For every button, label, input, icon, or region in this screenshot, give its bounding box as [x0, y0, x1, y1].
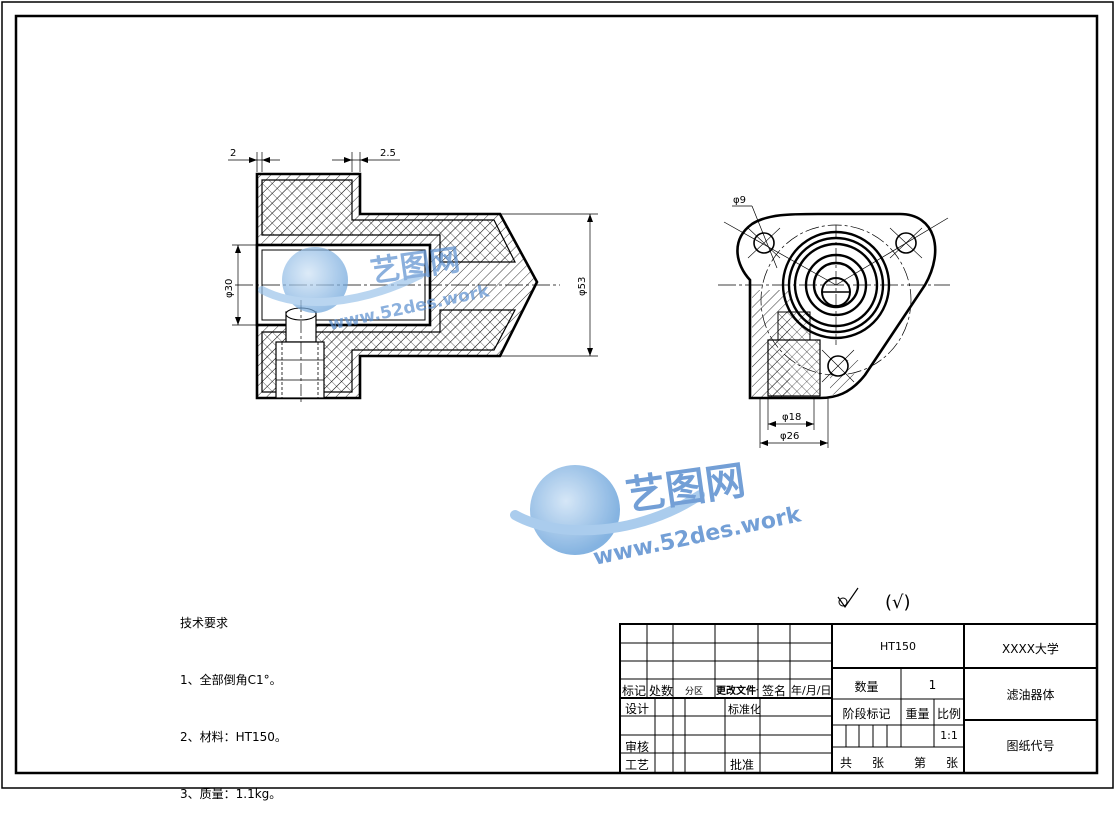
tb-scale-value: 1:1 [940, 729, 958, 742]
tech-requirements-title: 技术要求 [180, 616, 229, 630]
tb-rev-count: 处数 [649, 684, 674, 698]
tech-requirement-3: 3、质量：1.1kg。 [180, 787, 282, 801]
tb-rev-date: 年/月/日 [791, 684, 832, 697]
side-view: φ9 φ18 φ26 [718, 195, 950, 448]
dim-2.5-arrow-2 [360, 157, 368, 163]
tb-design: 设计 [625, 702, 650, 716]
dim-phi18-arrow-1 [768, 421, 776, 427]
dim-2.5-arrow-1 [344, 157, 352, 163]
side-bolt-bottom-cl-2 [821, 349, 855, 383]
dim-phi26-label: φ26 [780, 431, 799, 442]
tech-requirements: 技术要求 1、全部倒角C1°。 2、材料：HT150。 3、质量：1.1kg。 [180, 576, 287, 823]
tech-requirement-1: 1、全部倒角C1°。 [180, 673, 282, 687]
dim-phi30-arrow-2 [235, 317, 241, 325]
dim-phi18-label: φ18 [782, 412, 801, 423]
tb-weight-label: 重量 [905, 707, 930, 721]
tb-total-label: 共 [840, 756, 853, 770]
drawing-sheet: 2 2.5 φ30 φ53 [1, 1, 1114, 789]
tb-scale-label: 比例 [936, 707, 961, 721]
dim-phi53-arrow-1 [587, 214, 593, 222]
dim-phi18-arrow-2 [806, 421, 814, 427]
watermark-url: www.52des.work [591, 502, 804, 571]
outer-border [1, 1, 1114, 789]
side-bolt-left-cl-2 [747, 227, 781, 259]
dim-2.5-label: 2.5 [380, 148, 396, 159]
tb-part-name: 滤油器体 [1006, 688, 1055, 702]
tb-rev-sign: 签名 [762, 684, 787, 698]
dim-phi26-arrow-1 [760, 440, 768, 446]
tb-quantity-label: 数量 [854, 680, 879, 694]
watermark-swoosh-small-icon [258, 271, 424, 306]
tb-sheet-label: 张 [872, 756, 885, 770]
watermark-globe-icon [530, 465, 620, 555]
front-thread-hole [275, 341, 325, 399]
dim-phi26-arrow-2 [820, 440, 828, 446]
dim-phi30-label: φ30 [224, 279, 235, 298]
watermark-large: 艺图网 www.52des.work [510, 458, 805, 571]
tb-page-sheet-label: 张 [946, 756, 959, 770]
side-diag-line-left [723, 221, 837, 286]
roughness-main-circle-icon [838, 597, 848, 607]
tb-approve: 批准 [730, 758, 755, 772]
side-insert [767, 339, 821, 397]
dim-2-arrow-2 [262, 157, 270, 163]
tb-rev-zone: 分区 [685, 687, 704, 697]
tb-quantity-value: 1 [928, 678, 937, 692]
dim-phi9-label: φ9 [733, 195, 746, 206]
dim-phi9-leader [751, 205, 778, 269]
tb-material: HT150 [880, 640, 916, 653]
tb-drawing-code: 图纸代号 [1006, 739, 1055, 753]
tb-stage-label: 阶段标记 [842, 707, 891, 721]
tb-check: 审核 [625, 740, 650, 754]
tb-page-label: 第 [914, 756, 927, 770]
roughness-main-icon [837, 587, 859, 609]
tb-rev-mark: 标记 [622, 684, 647, 698]
dim-2-label: 2 [230, 148, 236, 159]
dim-phi53-arrow-2 [587, 348, 593, 356]
side-diag-line-right [835, 217, 949, 286]
title-block-grid [619, 623, 1098, 774]
watermark-swoosh-icon [510, 490, 705, 536]
watermark-globe-small-icon [282, 247, 348, 313]
tb-school: XXXX大学 [1002, 642, 1059, 656]
roughness-bracket: (√) [885, 592, 911, 613]
tb-process: 工艺 [625, 758, 650, 772]
inner-border [14, 14, 1099, 775]
tb-standard: 标准化 [728, 703, 761, 716]
dim-2-arrow-1 [249, 157, 257, 163]
front-insert-band [261, 179, 516, 263]
roughness-symbols: (√) [837, 587, 911, 613]
tb-rev-doc: 更改文件号 [716, 686, 758, 697]
dim-phi53-label: φ53 [577, 277, 588, 296]
tech-requirement-2: 2、材料：HT150。 [180, 730, 287, 744]
watermark-name: 艺图网 [623, 458, 748, 520]
dim-phi30-arrow-1 [235, 245, 241, 253]
